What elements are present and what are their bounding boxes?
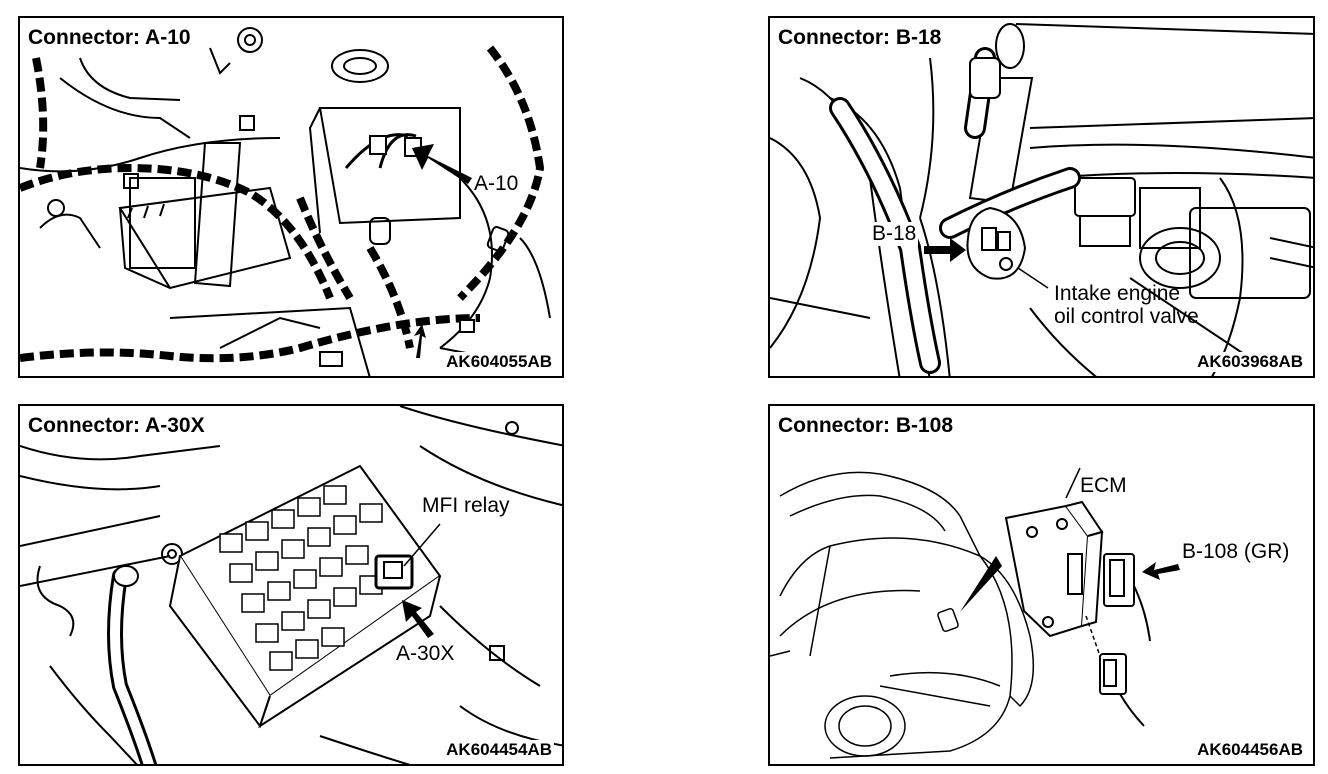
connector-callout-label: A-30X <box>396 642 455 665</box>
vehicle-ecm-illustration-b108 <box>770 467 1180 759</box>
connector-callout-label: A-10 <box>474 172 519 195</box>
connector-title: Connector: A-30X <box>26 414 207 438</box>
connector-title: Connector: A-10 <box>26 26 193 50</box>
connector-callout-label: B-18 <box>870 222 919 246</box>
relay-box-illustration-a30x <box>20 406 562 764</box>
panel-connector-a30x: Connector: A-30X MFI relay A-30X AK60445… <box>18 404 564 766</box>
engine-bay-illustration-a10 <box>20 27 551 376</box>
figure-code: AK604055AB <box>444 352 554 372</box>
component-label: MFI relay <box>422 494 510 517</box>
connector-title: Connector: B-18 <box>776 26 944 50</box>
component-label: Intake engine oil control valve <box>1054 282 1199 328</box>
connector-title: Connector: B-108 <box>776 414 956 438</box>
component-label: ECM <box>1080 474 1127 497</box>
engine-bay-illustration-b18 <box>770 23 1313 376</box>
figure-code: AK604454AB <box>444 740 554 760</box>
connector-callout-label: B-108 (GR) <box>1182 540 1290 563</box>
figure-code: AK603968AB <box>1195 352 1305 372</box>
panel-connector-a10: Connector: A-10 A-10 AK604055AB <box>18 16 564 378</box>
panel-connector-b18: Connector: B-18 B-18 Intake engine oil c… <box>768 16 1315 378</box>
panel-connector-b108: Connector: B-108 ECM B-108 (GR) AK604456… <box>768 404 1315 766</box>
figure-code: AK604456AB <box>1195 740 1305 760</box>
